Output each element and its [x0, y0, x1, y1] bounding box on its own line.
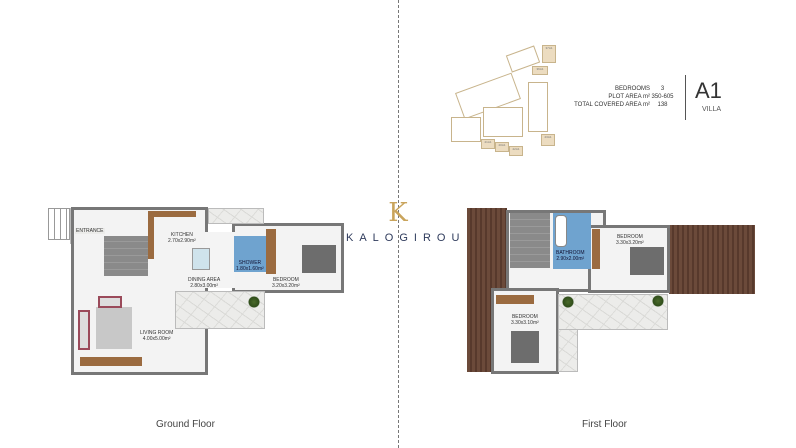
- dining-table: [192, 248, 210, 270]
- first-floor-caption: First Floor: [582, 419, 627, 430]
- site-plot-highlighted: 36A1: [532, 66, 548, 75]
- sofa-icon: [98, 296, 122, 308]
- plant-icon: [248, 296, 260, 308]
- dining-bedroom-connector: [205, 232, 235, 288]
- bed-icon: [630, 247, 664, 275]
- site-plot-highlighted: 37A1: [542, 45, 556, 63]
- specs-divider: [685, 75, 686, 120]
- living-rug: [96, 307, 132, 349]
- right-deck: [669, 225, 755, 294]
- wardrobe: [592, 229, 600, 269]
- tv-unit: [80, 357, 142, 366]
- brand-name: KALOGIROU: [346, 232, 466, 244]
- bedroom-walls: [232, 223, 344, 293]
- site-plot: [451, 117, 481, 142]
- plant-icon: [562, 296, 574, 308]
- wardrobe: [496, 295, 534, 304]
- site-plot-highlighted: 20A1: [495, 142, 509, 152]
- site-plot-highlighted: 22A1: [509, 146, 523, 156]
- site-plan: 37A1 36A1 21A1 20A1 22A1 23A1: [448, 42, 568, 162]
- front-terrace: [208, 208, 264, 224]
- staircase: [104, 236, 148, 276]
- villa-type: VILLA: [702, 106, 722, 113]
- room-label-entrance: ENTRANCE: [75, 228, 105, 234]
- upper-terrace-side: [558, 329, 578, 372]
- brand-logo-icon: K: [388, 198, 408, 228]
- center-divider: [398, 0, 399, 448]
- plant-icon: [652, 295, 664, 307]
- site-plot-highlighted: 23A1: [541, 134, 555, 146]
- villa-code: A1: [695, 78, 722, 103]
- site-plot: [483, 107, 523, 137]
- bed-icon: [302, 245, 336, 273]
- kitchen-counter-top: [148, 211, 196, 217]
- staircase: [510, 213, 550, 268]
- site-plot-highlighted: 21A1: [481, 139, 495, 149]
- shower-room: [234, 236, 266, 272]
- wardrobe: [266, 229, 276, 274]
- site-plot: [528, 82, 548, 132]
- bed-icon: [511, 331, 539, 363]
- sofa-icon: [78, 310, 90, 350]
- upper-terrace: [558, 294, 668, 330]
- kitchen-counter: [148, 211, 154, 259]
- bathtub-icon: [555, 215, 567, 247]
- ground-floor-caption: Ground Floor: [156, 419, 215, 430]
- entrance-steps: [48, 208, 70, 240]
